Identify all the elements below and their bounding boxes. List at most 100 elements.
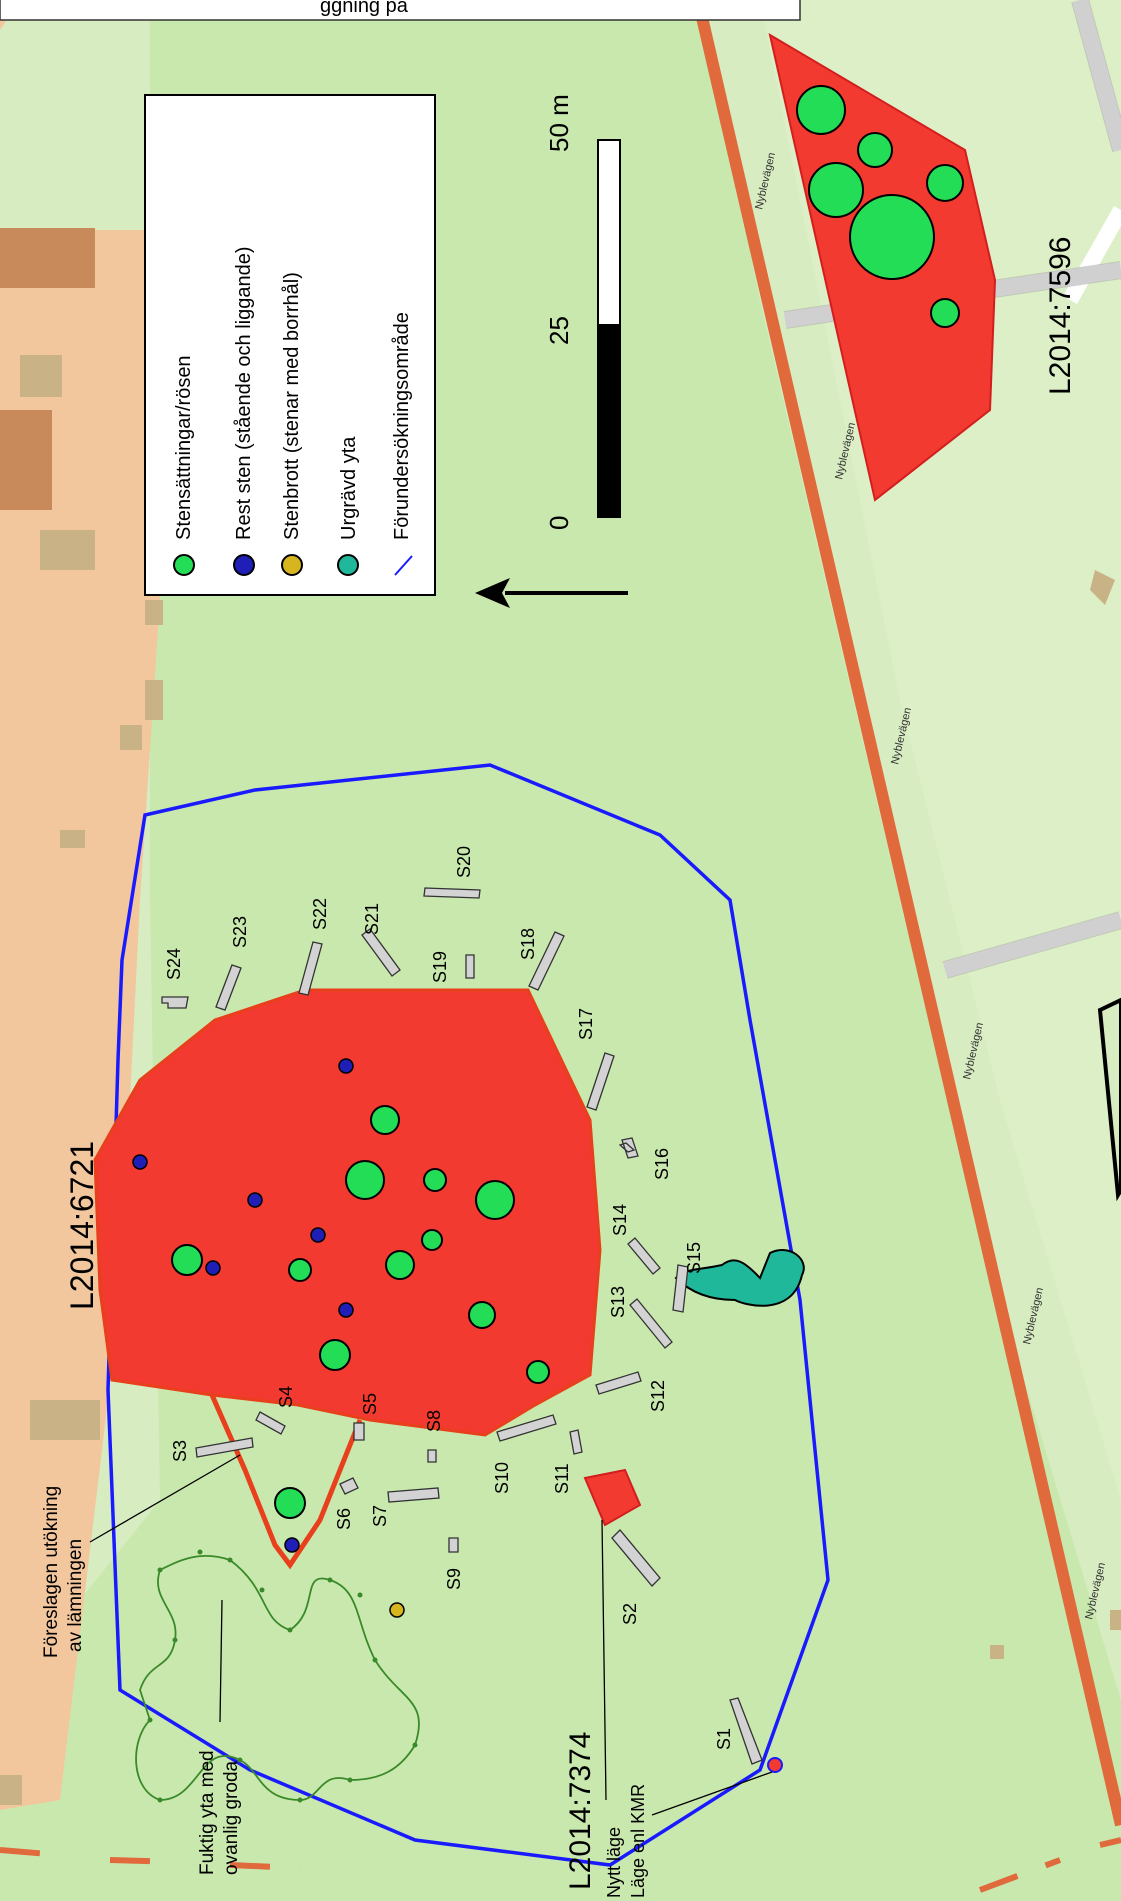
building [0, 1775, 22, 1805]
trench-s19 [465, 954, 475, 979]
building [20, 355, 62, 397]
trench-label: S24 [164, 948, 184, 980]
cairn-marker [796, 85, 846, 135]
scale-label-50: 50 m [544, 94, 574, 152]
cairn-marker [857, 132, 893, 168]
position-annotation: Nytt läge Läge enl KMR [601, 1519, 773, 1898]
trench-label: S12 [648, 1380, 668, 1412]
standing-stone-marker [132, 1154, 148, 1170]
trench-label: S18 [518, 928, 538, 960]
east-cairns [796, 85, 964, 328]
scale-bar-black [597, 324, 621, 518]
standing-stone-marker [247, 1192, 263, 1208]
cairn-marker [274, 1487, 306, 1519]
trench-label: S22 [310, 898, 330, 930]
trench-s4 [255, 1411, 286, 1435]
north-arrow-head [475, 578, 510, 608]
standing-stone-marker [284, 1537, 300, 1553]
trench-s8 [427, 1449, 437, 1463]
legend-label: Rest sten (stående och liggande) [233, 246, 255, 540]
cairn-marker [468, 1301, 496, 1329]
trench-s20 [423, 887, 481, 899]
quarry-marker [389, 1602, 405, 1618]
trench-s13 [629, 1298, 673, 1349]
cairn-marker [385, 1250, 415, 1280]
trench-s9 [448, 1537, 459, 1553]
legend-cairn-swatch [173, 554, 195, 576]
cairn-marker [930, 298, 960, 328]
cairn-marker [319, 1339, 351, 1371]
scale-bar: 0 25 50 m [544, 94, 621, 530]
trench-s21 [361, 928, 401, 977]
cairn-marker [526, 1360, 550, 1384]
legend-boundary-swatch [394, 555, 413, 576]
extension-leader-line [89, 1454, 241, 1543]
trench-label: S15 [684, 1242, 704, 1274]
trench-label: S16 [652, 1148, 672, 1180]
trench-s10 [496, 1414, 557, 1442]
trenches [161, 887, 763, 1765]
trench-label: S5 [360, 1393, 380, 1415]
standing-stone-marker [310, 1227, 326, 1243]
wet-area-dots [147, 1549, 418, 1803]
building [40, 530, 95, 570]
building [1090, 570, 1115, 605]
trench-label: S20 [454, 846, 474, 878]
legend-standing-stone-swatch [233, 554, 255, 576]
trench-s22 [298, 941, 323, 996]
scale-label-0: 0 [544, 516, 574, 530]
trench-s23 [215, 964, 242, 1011]
standing-stones [132, 1058, 354, 1553]
cairn-marker [475, 1180, 515, 1220]
trench-label: S13 [608, 1286, 628, 1318]
standing-stone-marker [205, 1260, 221, 1276]
extension-label-line1: Föreslagen utökning [41, 1486, 62, 1658]
trench-label: S11 [552, 1463, 572, 1494]
building [60, 830, 85, 848]
wet-area-label-line2: ovanlig groda [221, 1760, 242, 1875]
cairn-marker [171, 1244, 203, 1276]
cairn-marker [423, 1168, 447, 1192]
trench-s24 [161, 996, 189, 1009]
trench-s2 [611, 1529, 661, 1587]
cairn-marker [345, 1160, 385, 1200]
trench-label: S6 [334, 1508, 354, 1530]
cairn-marker [421, 1229, 443, 1251]
extension-annotation: Föreslagen utökning av lämningen [41, 1454, 241, 1658]
site-label-main: L2014:6721 [64, 1141, 100, 1310]
excavated-area [674, 1249, 805, 1307]
cairn-marker [370, 1105, 400, 1135]
legend: Stensättningar/rösen Rest sten (stående … [144, 94, 436, 596]
top-text-box [0, 0, 801, 21]
cairn-marker [849, 194, 935, 280]
legend-quarry-swatch [281, 554, 303, 576]
building-outline [1097, 997, 1121, 1202]
north-arrow [475, 578, 628, 608]
building [0, 228, 95, 288]
trench-s16 [618, 1137, 639, 1159]
site-label-small: L2014:7374 [564, 1732, 597, 1891]
cairn-marker [288, 1258, 312, 1282]
legend-excavated-swatch [337, 554, 359, 576]
road-dashes [0, 1837, 1121, 1893]
trench-s17 [586, 1052, 615, 1111]
trench-s11 [569, 1429, 583, 1455]
standing-stone-marker [338, 1058, 354, 1074]
trench-s1 [729, 1697, 763, 1765]
main-cairns [171, 1105, 550, 1519]
trench-s12 [595, 1371, 642, 1395]
scale-bar-white [597, 139, 621, 326]
site-area-main [93, 988, 602, 1437]
trench-label: S8 [424, 1410, 444, 1432]
standing-stone-marker [338, 1302, 354, 1318]
site-extension-outline [209, 1393, 363, 1570]
cairn-marker [926, 164, 964, 202]
trench-label: S19 [430, 951, 450, 983]
trench-label: S21 [362, 903, 382, 935]
building [145, 600, 163, 625]
trench-label: S14 [610, 1204, 630, 1236]
trench-s3 [195, 1437, 254, 1458]
trench-s6 [339, 1477, 359, 1495]
trench-label: S3 [170, 1440, 190, 1462]
trench-s15 [672, 1264, 689, 1313]
